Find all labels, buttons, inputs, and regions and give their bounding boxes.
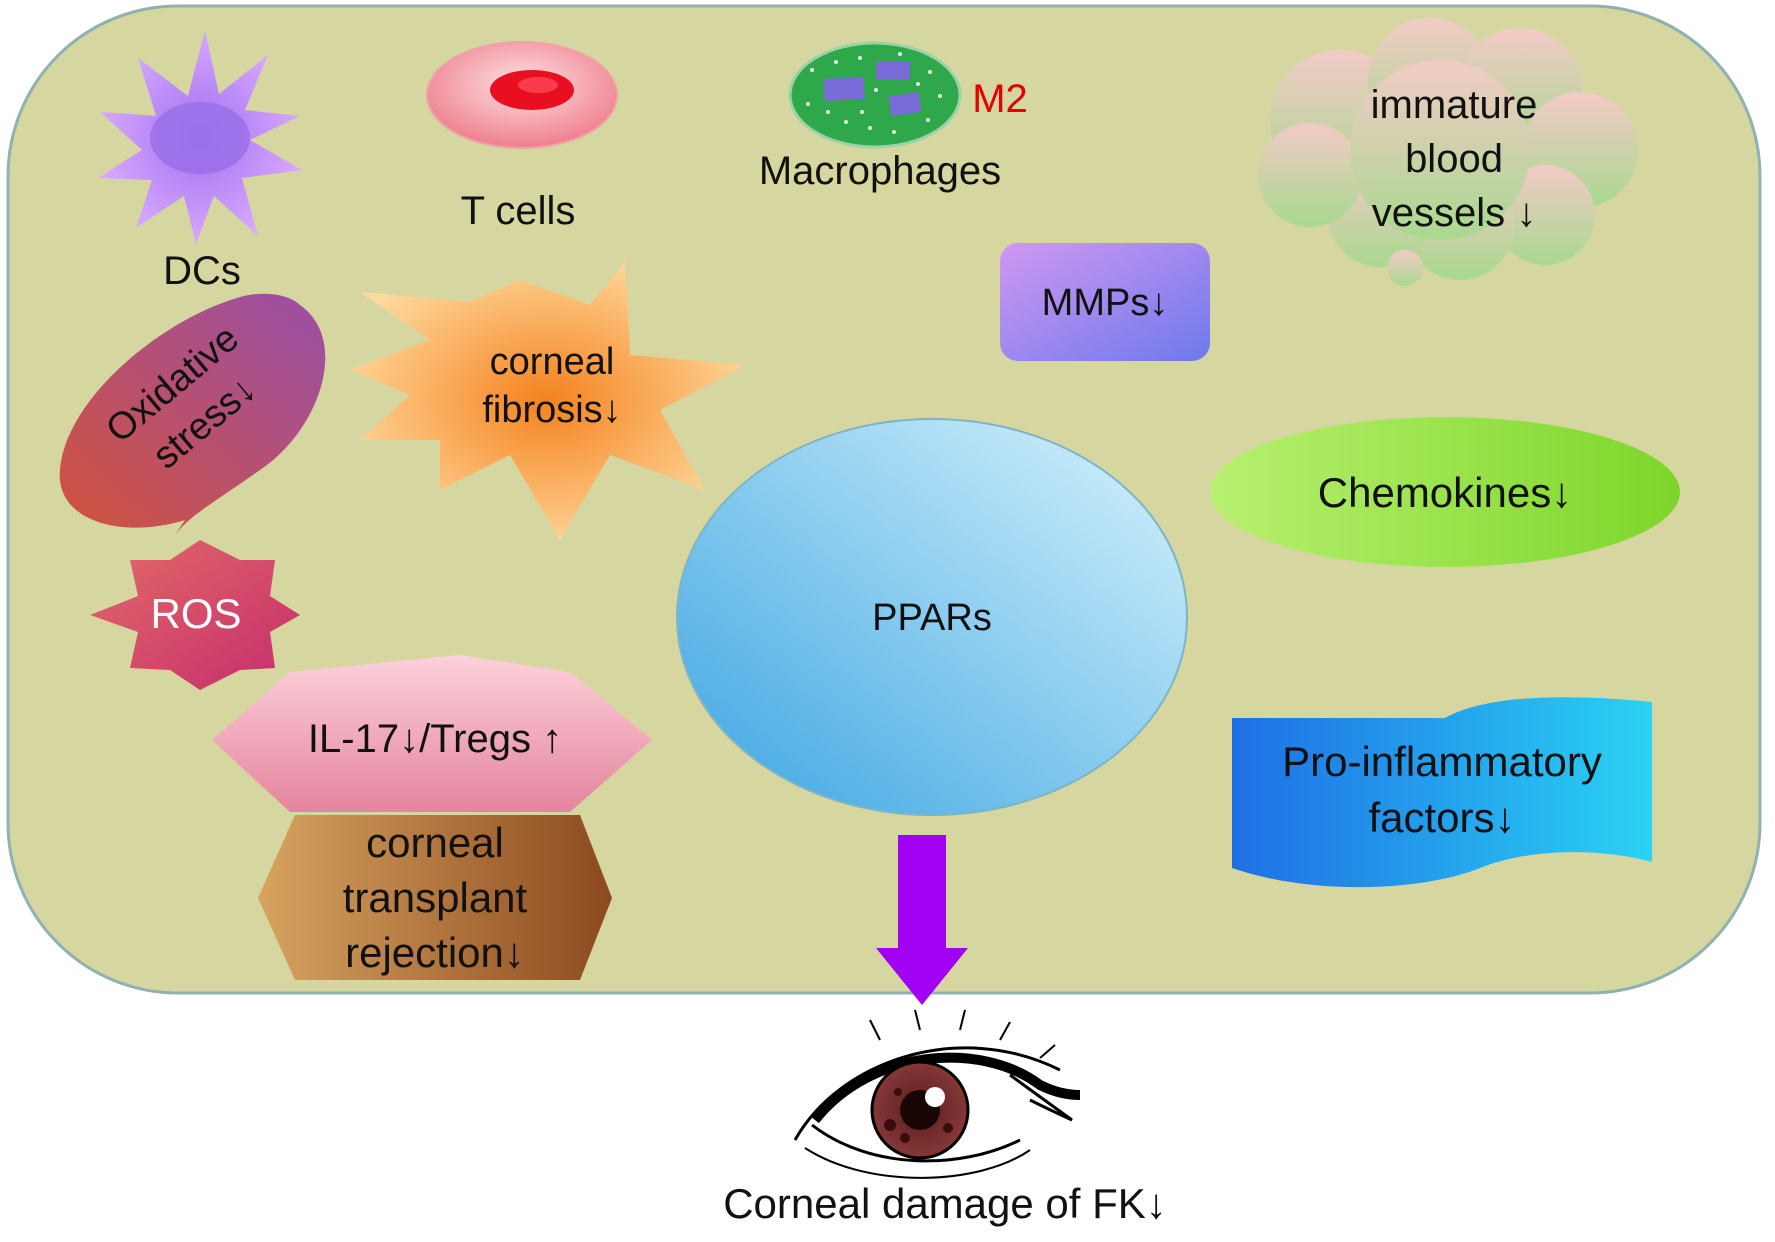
- outcome-label: Corneal damage of FK↓: [723, 1180, 1167, 1227]
- corneal-fibrosis-shape: [350, 262, 745, 540]
- t-cells-label: T cells: [461, 189, 576, 233]
- blood-vessels-cloud-icon: [1258, 18, 1638, 286]
- proinflam-line1: Pro-inflammatory: [1282, 738, 1602, 785]
- fibrosis-line2: fibrosis↓: [482, 389, 621, 431]
- mmps-label: MMPs↓: [1042, 282, 1169, 324]
- down-arrow-icon: [876, 835, 968, 1005]
- transplant-line3: rejection↓: [345, 929, 525, 976]
- macrophage-icon: [788, 41, 962, 149]
- dcs-label: DCs: [163, 249, 241, 293]
- il17-tregs-shape: [212, 655, 652, 812]
- chemokines-shape: [1210, 417, 1680, 567]
- chemokines-label: Chemokines↓: [1318, 469, 1572, 516]
- transplant-rejection-shape: [258, 815, 612, 980]
- vessels-line2: blood: [1405, 137, 1503, 181]
- vessels-line3: vessels ↓: [1372, 191, 1537, 235]
- t-cell-icon: [426, 41, 618, 149]
- vessels-line1: immature: [1371, 83, 1538, 127]
- ppars-label: PPARs: [872, 597, 992, 639]
- macrophages-label: Macrophages: [759, 149, 1001, 193]
- pro-inflammatory-shape: [1232, 697, 1652, 888]
- dc-cell-icon: [98, 30, 302, 244]
- ros-shape: [90, 540, 300, 690]
- fibrosis-line1: corneal: [490, 341, 615, 383]
- il17-tregs-label: IL-17↓/Tregs ↑: [308, 717, 562, 761]
- mmps-box: [1000, 243, 1210, 361]
- transplant-line1: corneal: [366, 819, 504, 866]
- ppars-circle: [676, 418, 1188, 816]
- proinflam-line2: factors↓: [1368, 794, 1515, 841]
- m2-label: M2: [972, 77, 1028, 121]
- eye-icon: [793, 1009, 1081, 1179]
- oxidative-stress-shape: [59, 293, 326, 535]
- ros-label: ROS: [150, 590, 241, 637]
- transplant-line2: transplant: [343, 874, 528, 921]
